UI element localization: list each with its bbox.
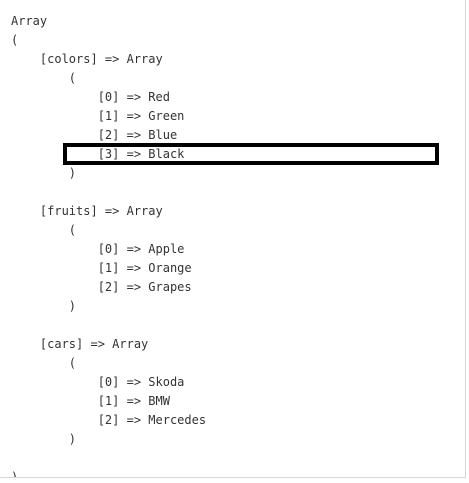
output-line: [1] => Green <box>11 109 185 123</box>
output-line: ) <box>11 470 19 478</box>
output-line: [colors] => Array <box>11 52 163 66</box>
output-line: ) <box>11 432 77 446</box>
output-line: ( <box>11 223 77 237</box>
output-line: [1] => Orange <box>11 261 192 275</box>
output-line: ( <box>11 71 77 85</box>
output-line <box>11 183 206 202</box>
output-line: [0] => Skoda <box>11 375 185 389</box>
output-line: ) <box>11 166 77 180</box>
output-line: [1] => BMW <box>11 394 170 408</box>
output-line: Array <box>11 14 48 28</box>
output-line: [0] => Red <box>11 90 170 104</box>
output-line: [2] => Mercedes <box>11 413 207 427</box>
output-line: ) <box>11 299 77 313</box>
output-line: [2] => Blue <box>11 128 178 142</box>
output-line: [0] => Apple <box>11 242 185 256</box>
output-line: [fruits] => Array <box>11 204 163 218</box>
print-r-output: Array ( [colors] => Array ( [0] => Red [1… <box>11 12 207 478</box>
output-line: [2] => Grapes <box>11 280 192 294</box>
output-line-highlighted: [3] => Black <box>11 147 185 161</box>
output-line: ( <box>11 356 77 370</box>
output-line: ( <box>11 33 19 47</box>
output-line: [cars] => Array <box>11 337 149 351</box>
output-line <box>11 316 206 335</box>
output-line <box>11 449 206 468</box>
